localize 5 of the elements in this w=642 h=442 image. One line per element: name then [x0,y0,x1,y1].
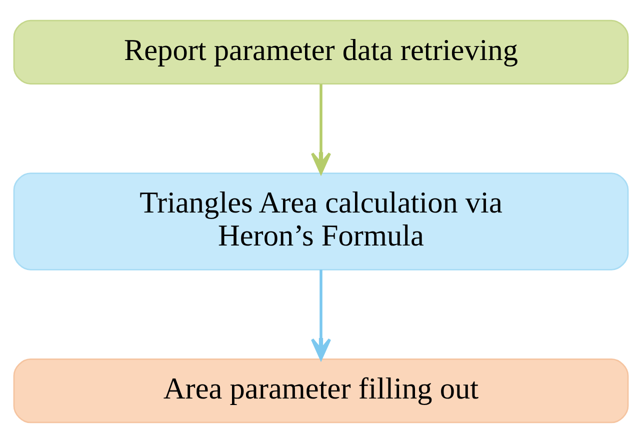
node-box: Area parameter filling out [13,358,629,423]
node-box: Triangles Area calculation via Heron’s Formula [13,172,629,270]
arrow [310,84,332,174]
node-box: Report parameter data retrieving [13,19,629,84]
arrow [310,269,332,360]
